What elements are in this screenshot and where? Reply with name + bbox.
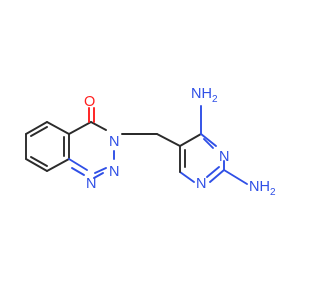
bond-ch2-c5prime [156,133,181,147]
bond-c5-c4prime [179,133,202,147]
bond-c2prime-nh2 [223,169,248,185]
amine-4-text: NH [191,86,212,102]
carbonyl-group [88,107,95,123]
benzene-ring [25,121,70,172]
amine-4-subscript: 2 [212,94,218,105]
bond-c7-c8 [25,158,48,172]
amine-2-text: NH [249,179,270,195]
bond-n2-n1 [94,167,107,174]
amine-2-label: NH2 [249,179,276,198]
double-bond-c5-c6 [30,126,48,137]
pyrimidine-n3-label: N [219,149,229,165]
double-bond-c2prime-n1prime [206,166,220,178]
triazine-n1-label: N [86,176,96,192]
methylene-bridge [121,133,181,147]
bond-n1-c8a [68,158,88,171]
bond-c4-n3 [90,121,107,131]
bond-c2prime-n1prime [209,169,225,183]
pyrimidine-ring [179,133,225,183]
triazine-n3-label: N [109,134,119,150]
bond-c4a-c4 [68,121,92,135]
bond-c5-c6 [25,121,48,135]
double-bond-c7-c8 [30,156,48,167]
bond-c4prime-n3prime [200,133,217,147]
triazine-n2-label: N [109,164,119,180]
double-bond-n1-c8a [71,167,85,176]
amine-4-label: NH2 [191,86,218,105]
pyrimidine-n1-label: N [196,176,206,192]
bond-c8-c8a [46,158,70,172]
triazinone-ring [68,121,115,179]
amine-bonds [200,105,248,185]
oxygen-label: O [84,94,95,110]
double-bond-n2-n1 [93,172,104,179]
double-bond-c4prime-n3prime [203,138,214,149]
amine-2-subscript: 2 [270,187,276,198]
bond-c4a-c5 [46,121,70,135]
bond-n1prime-c6prime [179,171,195,183]
chemical-structure-diagram: O N N N N N NH2 NH2 [25,86,276,198]
